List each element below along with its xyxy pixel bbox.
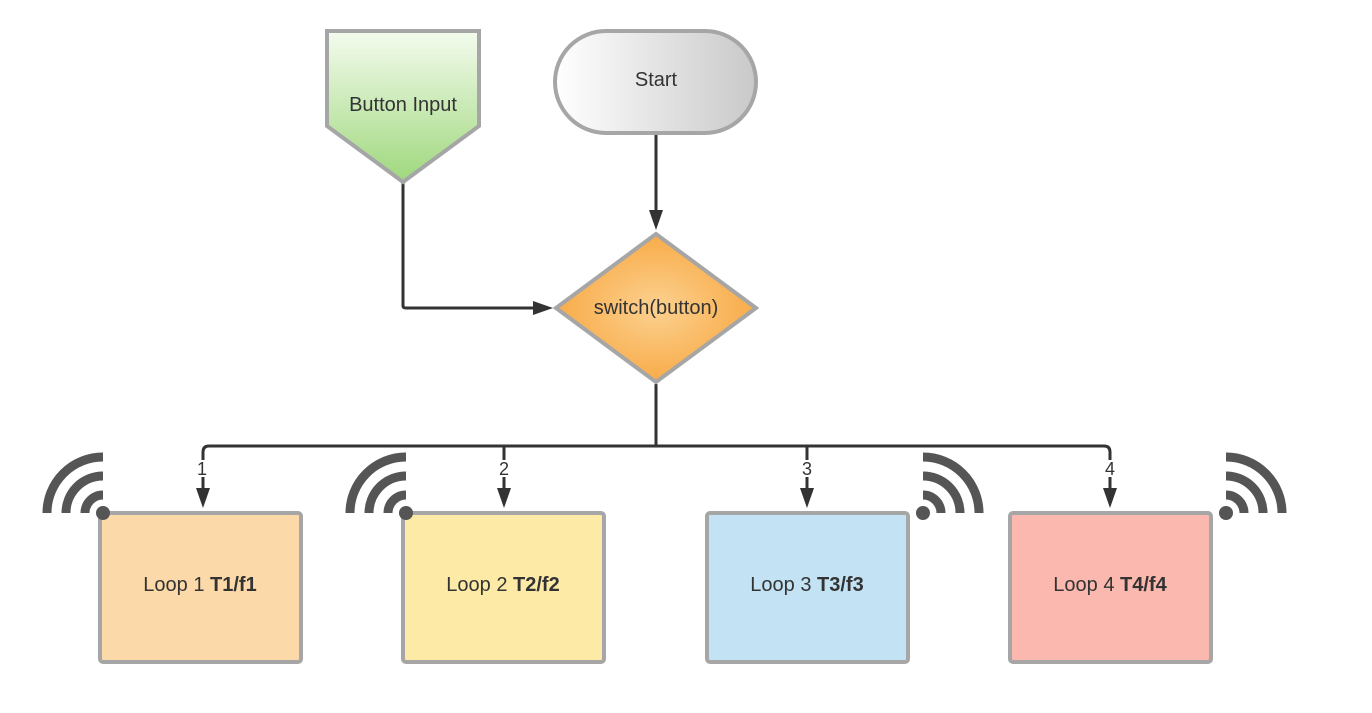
case-label-2: 2 xyxy=(499,459,509,479)
start-label: Start xyxy=(635,69,678,91)
edge-bus xyxy=(201,444,1112,460)
edges xyxy=(196,134,1117,508)
loop-4-label: Loop 4 T4/f4 xyxy=(1053,574,1167,596)
switch-node: switch(button) xyxy=(552,231,760,385)
button-input-label: Button Input xyxy=(349,94,457,116)
loop-node-1: Loop 1 T1/f1 xyxy=(98,511,303,664)
start-node: Start xyxy=(553,29,758,135)
loop-3-box xyxy=(705,511,910,664)
case-label-1: 1 xyxy=(197,459,207,479)
arrowhead-loop-1 xyxy=(196,488,210,508)
arrowhead-loop-3 xyxy=(800,488,814,508)
loop-2-box xyxy=(401,511,606,664)
loop-4-box xyxy=(1008,511,1213,664)
loop-node-2: Loop 2 T2/f2 xyxy=(401,511,606,664)
edge-input-to-switch xyxy=(401,182,533,310)
switch-shape xyxy=(552,231,760,385)
edge-start-arrowhead xyxy=(649,210,663,230)
loop-3-label: Loop 3 T3/f3 xyxy=(750,574,863,596)
loop-node-4: Loop 4 T4/f4 xyxy=(1008,511,1213,664)
loop-node-3: Loop 3 T3/f3 xyxy=(705,511,910,664)
arrowhead-loop-4 xyxy=(1103,488,1117,508)
loop-1-label: Loop 1 T1/f1 xyxy=(143,574,256,596)
case-label-4: 4 xyxy=(1105,459,1115,479)
arrowhead-loop-2 xyxy=(497,488,511,508)
wireless-signal-icon xyxy=(916,452,984,520)
switch-label: switch(button) xyxy=(594,297,719,319)
button-input-shape xyxy=(325,29,481,185)
loop-2-label: Loop 2 T2/f2 xyxy=(446,574,559,596)
button-input-node: Button Input xyxy=(325,29,481,185)
wireless-signal-icon xyxy=(345,452,413,520)
wireless-signal-icon xyxy=(1219,452,1287,520)
case-label-3: 3 xyxy=(802,459,812,479)
case-labels: 1 2 3 4 xyxy=(197,459,1115,479)
loop-1-box xyxy=(98,511,303,664)
wireless-signal-icon xyxy=(42,452,110,520)
start-shape xyxy=(553,29,758,135)
edge-input-arrowhead xyxy=(533,301,553,315)
